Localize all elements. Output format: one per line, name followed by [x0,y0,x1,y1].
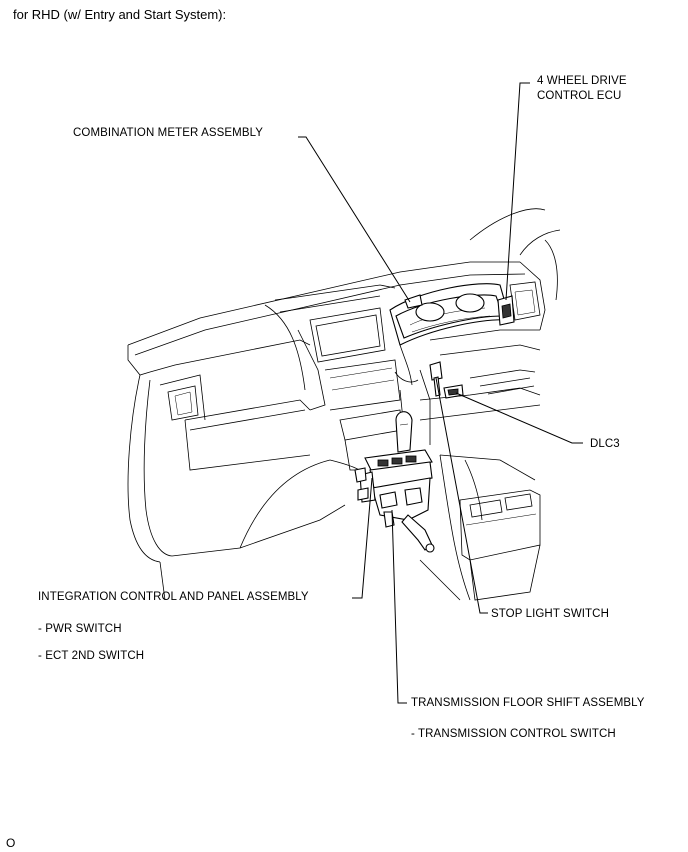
label-transmission-floor-shift: TRANSMISSION FLOOR SHIFT ASSEMBLY [411,697,645,709]
leader-four-wd-ecu [505,82,530,301]
four-wheel-drive-ecu-part [497,295,515,326]
label-pwr-switch: - PWR SWITCH [38,623,122,635]
label-transmission-control-switch: - TRANSMISSION CONTROL SWITCH [411,728,616,740]
leader-stop-light-switch [435,377,488,614]
label-stop-light-switch: STOP LIGHT SWITCH [491,608,609,620]
shift-knob-part [395,411,413,453]
label-ect-2nd-switch: - ECT 2ND SWITCH [38,650,145,662]
label-four-wd-ecu-line1: 4 WHEEL DRIVE [537,75,627,87]
combination-meter-part [389,283,511,346]
floor-shift-assembly-part [354,449,435,553]
figure-code: O [6,836,16,850]
stop-light-switch-part [429,361,443,397]
dlc3-part [443,384,464,399]
diagram-heading: for RHD (w/ Entry and Start System): [13,7,227,22]
leader-combination-meter [298,136,411,303]
label-integration-control: INTEGRATION CONTROL AND PANEL ASSEMBLY [38,591,309,603]
leader-dlc3 [455,392,583,444]
vehicle-interior-outline [127,208,561,601]
label-combination-meter: COMBINATION METER ASSEMBLY [73,127,264,139]
leader-lines [298,82,583,704]
label-dlc3: DLC3 [590,438,620,450]
label-four-wd-ecu-line2: CONTROL ECU [537,90,622,102]
leader-floor-shift [391,509,407,704]
leader-integration-control [352,477,373,599]
